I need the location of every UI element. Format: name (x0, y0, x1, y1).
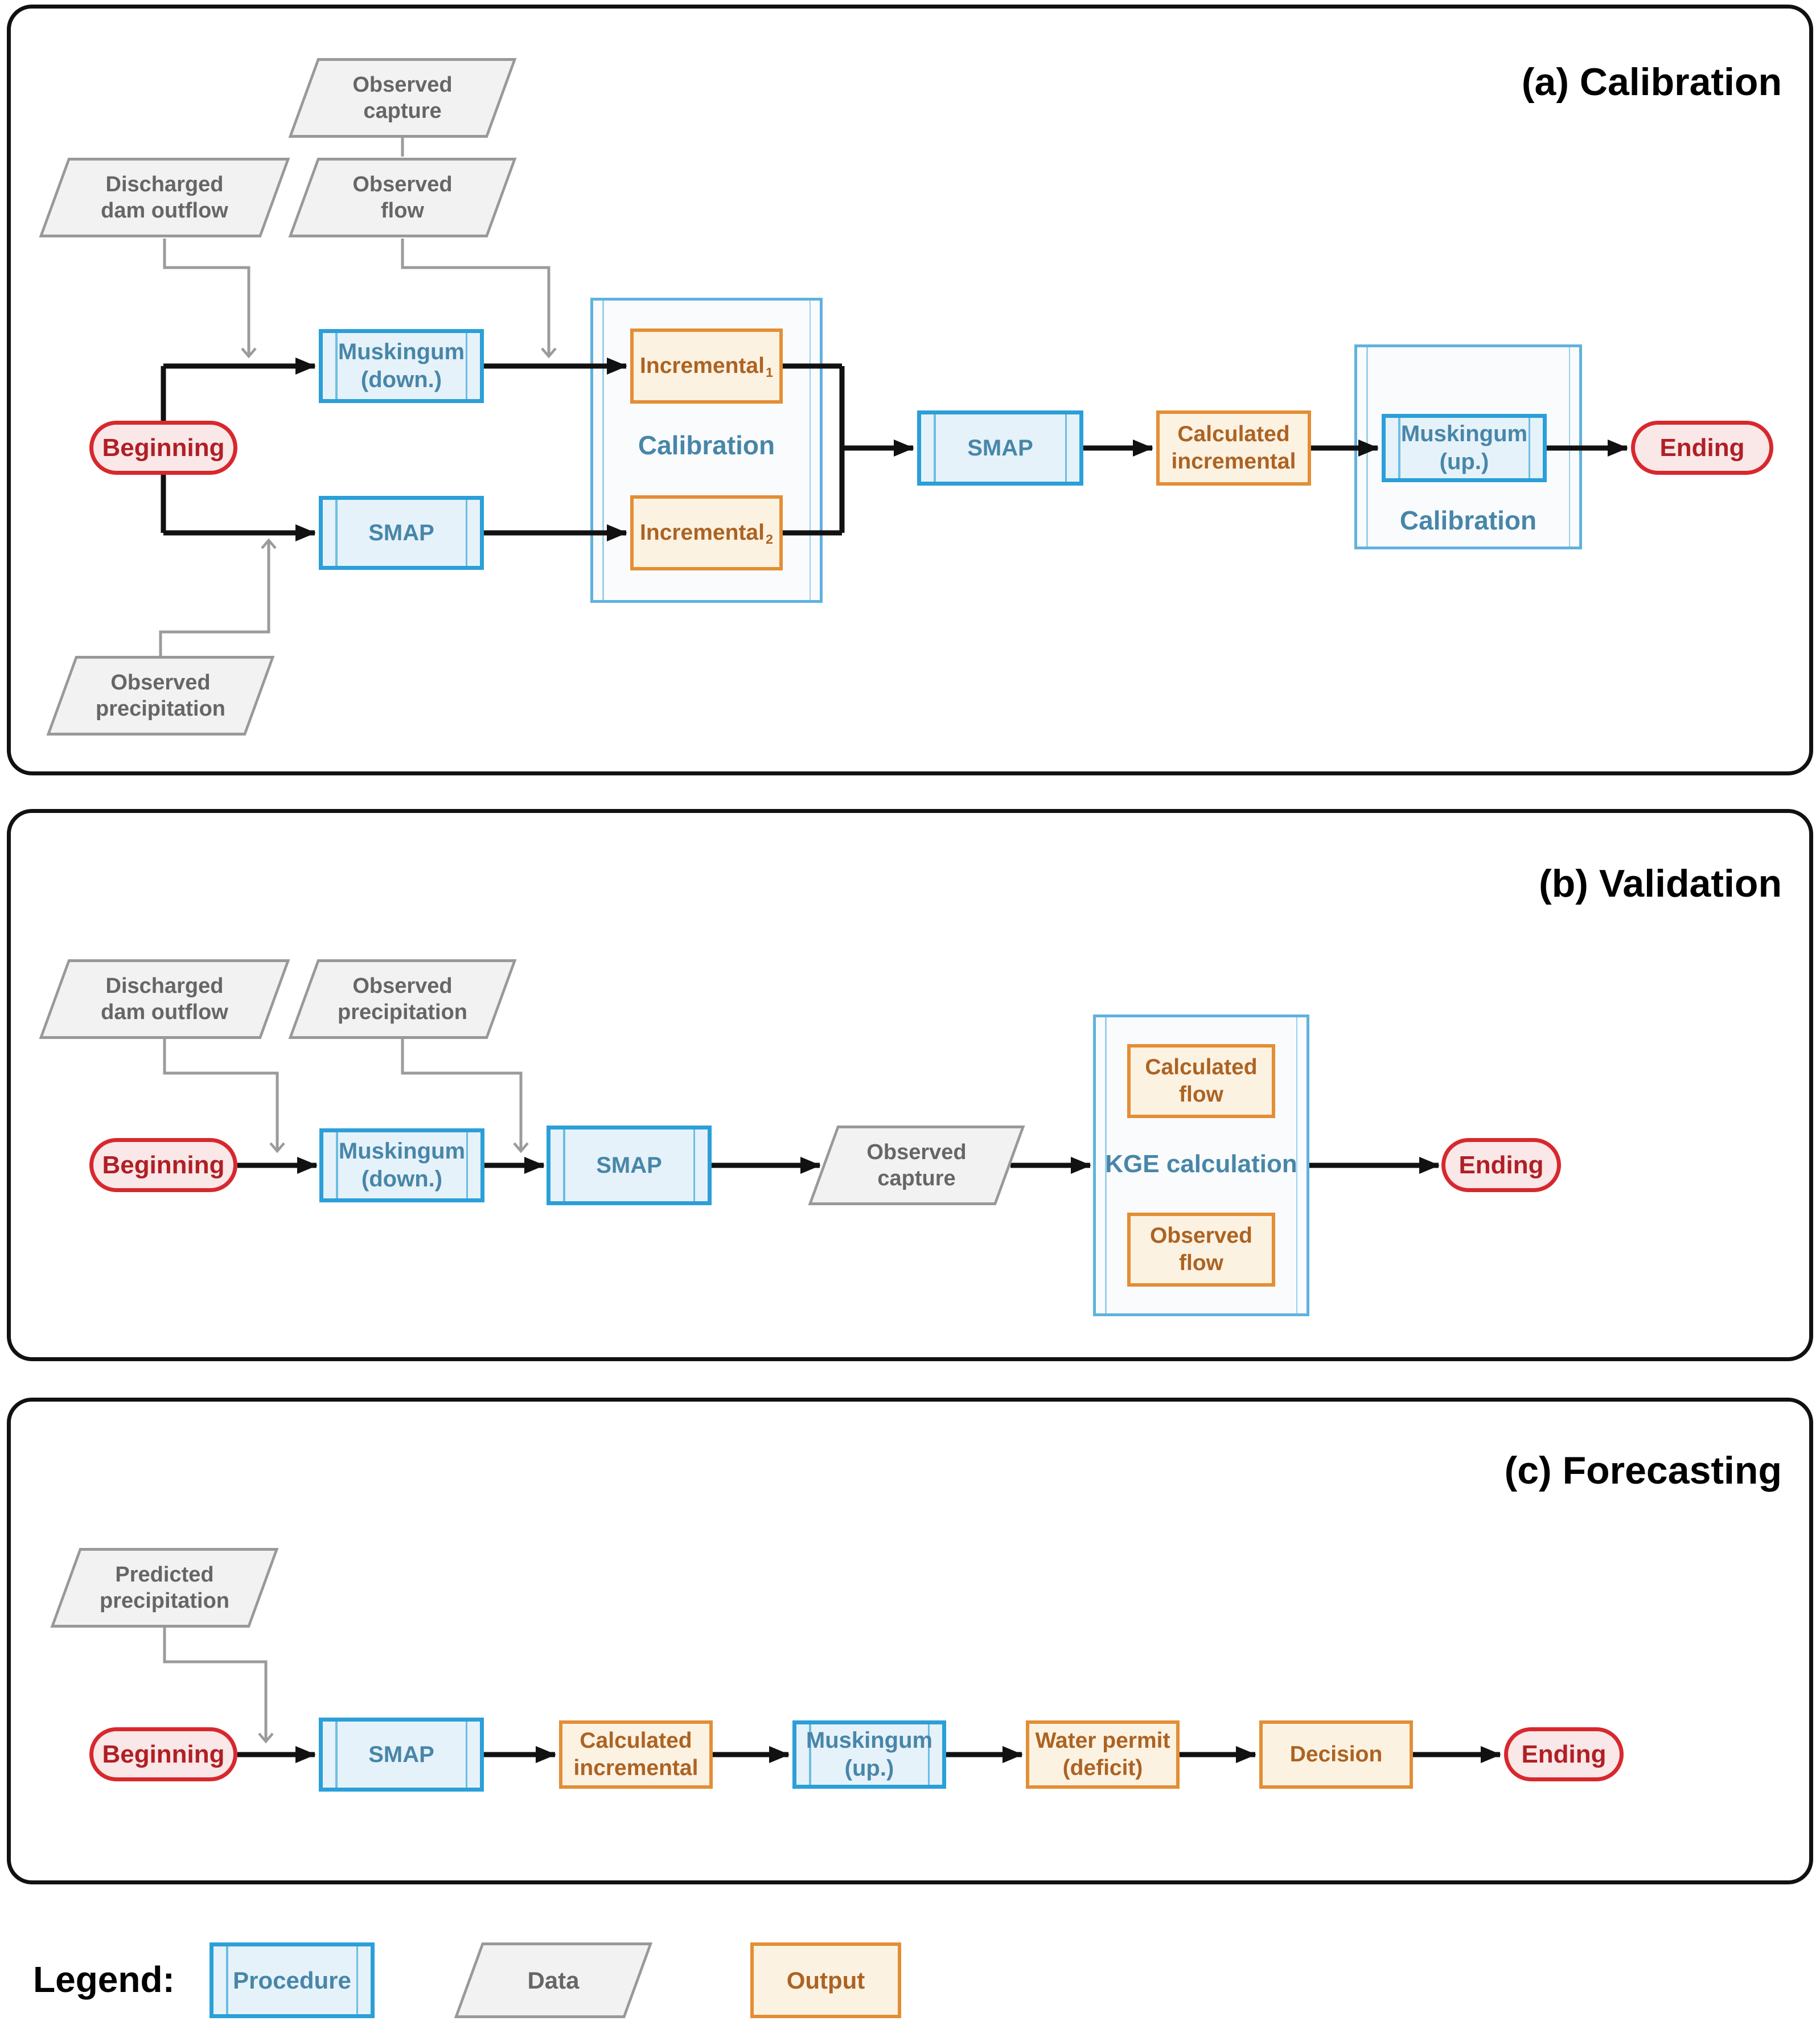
incremental-1-base: Incremental (640, 354, 765, 379)
beginning-terminal-b: Beginning (89, 1138, 237, 1192)
water-permit-label: Water permit (deficit) (1035, 1728, 1170, 1780)
ending-c-label: Ending (1521, 1740, 1607, 1768)
observed-precipitation-data-b: Observed precipitation (288, 959, 517, 1039)
legend-data-shape: Data (454, 1942, 653, 2018)
calculated-incremental-label: Calculated incremental (1171, 422, 1296, 474)
calculated-incremental-c-label: Calculated incremental (573, 1728, 699, 1780)
incremental-1-label: Incremental1 (640, 352, 773, 380)
incremental-2-output: Incremental2 (630, 495, 783, 570)
smap-1-label: SMAP (368, 520, 434, 545)
edge-observed-flow-input (401, 239, 557, 359)
smap-procedure-1: SMAP (319, 496, 484, 570)
beginning-label: Beginning (102, 433, 225, 462)
observed-flow-label: Observed flow (352, 172, 453, 223)
edge-dam-outflow-input-b (163, 1039, 285, 1153)
muskingum-up-c-label: Muskingum (up.) (806, 1728, 933, 1781)
legend-output-label: Output (786, 1966, 865, 1994)
edge-precipitation-input-b (401, 1039, 529, 1153)
edge-dam-outflow-input (163, 239, 257, 359)
legend-procedure-label: Procedure (233, 1966, 351, 1994)
discharged-dam-outflow-b-label: Discharged dam outflow (101, 974, 228, 1024)
smap-2-label: SMAP (967, 435, 1033, 461)
edge-precipitation-input (159, 538, 277, 656)
decision-output: Decision (1259, 1720, 1413, 1789)
discharged-dam-outflow-data: Discharged dam outflow (39, 158, 290, 237)
muskingum-down-b-label: Muskingum (down.) (338, 1139, 466, 1192)
legend-output-shape: Output (750, 1942, 901, 2018)
incremental-1-output: Incremental1 (630, 328, 783, 404)
beginning-b-label: Beginning (102, 1151, 225, 1179)
observed-capture-data-b: Observed capture (808, 1126, 1025, 1205)
smap-procedure-b: SMAP (547, 1126, 712, 1205)
smap-b-label: SMAP (596, 1152, 662, 1178)
smap-procedure-2: SMAP (917, 410, 1083, 486)
incremental-2-label: Incremental2 (640, 519, 773, 547)
incremental-2-sub: 2 (765, 531, 773, 547)
observed-precipitation-data: Observed precipitation (46, 656, 275, 736)
ending-b-label: Ending (1459, 1151, 1544, 1179)
panel-forecasting: (c) Forecasting Predicted precipitation … (7, 1398, 1813, 1884)
muskingum-down-label: Muskingum (down.) (338, 339, 465, 392)
predicted-precipitation-data: Predicted precipitation (50, 1548, 279, 1628)
panel-calibration: (a) Calibration Calibration Calibration (7, 5, 1813, 775)
calculated-flow-label: Calculated flow (1145, 1055, 1258, 1107)
panel-c-title: (c) Forecasting (1504, 1449, 1782, 1492)
incremental-1-sub: 1 (765, 364, 773, 380)
edge-predicted-precip-input (163, 1628, 274, 1744)
discharged-dam-outflow-label: Discharged dam outflow (101, 172, 228, 223)
legend-data-label: Data (527, 1966, 580, 1994)
muskingum-down-procedure: Muskingum (down.) (319, 329, 484, 403)
calibration-container-1-label: Calibration (638, 430, 775, 460)
ending-terminal-c: Ending (1504, 1727, 1624, 1781)
panel-b-title: (b) Validation (1539, 862, 1782, 905)
muskingum-up-procedure-c: Muskingum (up.) (792, 1720, 946, 1789)
beginning-c-label: Beginning (102, 1740, 225, 1768)
legend-procedure-shape: Procedure (209, 1942, 375, 2018)
observed-capture-label: Observed capture (352, 72, 453, 123)
incremental-2-base: Incremental (640, 520, 765, 545)
smap-c-label: SMAP (368, 1741, 434, 1767)
observed-flow-output: Observed flow (1127, 1213, 1275, 1287)
kge-container-label: KGE calculation (1105, 1150, 1297, 1178)
ending-terminal-b: Ending (1441, 1138, 1561, 1192)
ending-terminal-a: Ending (1631, 421, 1773, 475)
discharged-dam-outflow-data-b: Discharged dam outflow (39, 959, 290, 1039)
muskingum-up-procedure: Muskingum (up.) (1382, 414, 1547, 482)
decision-label: Decision (1289, 1742, 1383, 1767)
panel-a-connectors (159, 138, 1628, 656)
muskingum-down-procedure-b: Muskingum (down.) (319, 1128, 484, 1202)
calculated-incremental-output-c: Calculated incremental (559, 1720, 713, 1789)
predicted-precipitation-label: Predicted precipitation (99, 1562, 230, 1613)
muskingum-up-label: Muskingum (up.) (1400, 421, 1528, 474)
legend-title: Legend: (33, 1959, 175, 2000)
observed-flow-b-label: Observed flow (1150, 1223, 1252, 1275)
beginning-terminal: Beginning (89, 421, 237, 475)
observed-precipitation-b-label: Observed precipitation (337, 974, 468, 1024)
panel-c-connectors (163, 1628, 1501, 1763)
calculated-flow-output: Calculated flow (1127, 1044, 1275, 1118)
panel-b-connectors (163, 1039, 1440, 1174)
water-permit-output: Water permit (deficit) (1026, 1720, 1180, 1789)
panel-validation: (b) Validation KGE calculation Discharge… (7, 809, 1813, 1361)
observed-flow-data: Observed flow (288, 158, 517, 237)
smap-procedure-c: SMAP (319, 1718, 484, 1792)
calculated-incremental-output: Calculated incremental (1156, 410, 1311, 486)
calibration-container-2-label: Calibration (1399, 506, 1537, 535)
panel-a-title: (a) Calibration (1521, 60, 1782, 104)
ending-a-label: Ending (1659, 433, 1745, 462)
observed-capture-data: Observed capture (288, 58, 517, 138)
observed-capture-b-label: Observed capture (866, 1140, 967, 1190)
beginning-terminal-c: Beginning (89, 1727, 237, 1781)
observed-precipitation-label: Observed precipitation (95, 670, 226, 721)
